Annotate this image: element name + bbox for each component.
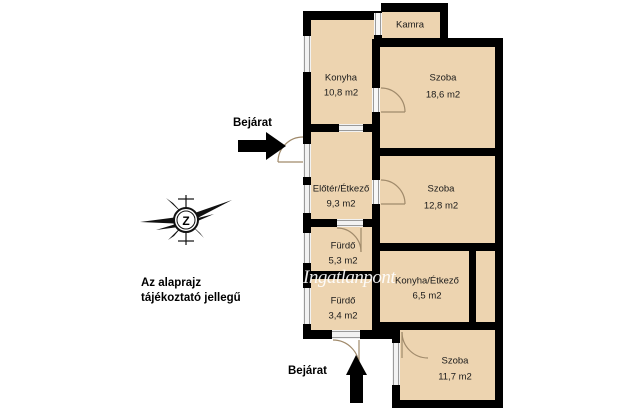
window-kamra-opening [374, 13, 382, 35]
room-fill-furdo-1 [311, 226, 379, 274]
room-label-konyha: Konyha [325, 73, 358, 84]
wall-spine-mid-b [372, 157, 380, 181]
room-area-konyha-etkezo: 6,5 m2 [412, 291, 441, 302]
room-fill-szoba-3 [400, 328, 495, 400]
wall-spine-lower [372, 203, 380, 275]
room-area-szoba-1: 18,6 m2 [426, 90, 460, 101]
wall-step-top-right [440, 38, 503, 47]
wall-side-strip [469, 251, 476, 329]
entrance-left-arrow-icon [238, 132, 286, 160]
wall-strip-bottom [469, 322, 503, 330]
room-fill-furdo-2 [311, 274, 379, 330]
window-spine-door-upper [372, 88, 380, 112]
wall-top-kamra [381, 3, 448, 12]
wall-spine-mid-a [372, 131, 380, 157]
entrance-bottom-arrow-icon [346, 355, 367, 403]
wall-konyha-bottom-left [311, 124, 339, 132]
compass-circle [173, 207, 199, 233]
wall-spine-upper [372, 39, 380, 131]
window-szoba-3 [392, 343, 400, 385]
window-furdo-1 [303, 233, 311, 263]
entrance-left: Bejárat [233, 117, 286, 160]
wall-right-lower [495, 328, 503, 408]
wall-kamra-bottom [374, 38, 441, 47]
window-eloter-furdo [337, 219, 363, 227]
disclaimer-note: Az alaprajz tájékoztató jellegű [141, 277, 241, 304]
room-area-szoba-3: 11,7 m2 [438, 372, 472, 383]
wall-spine-bottom [372, 275, 380, 331]
room-fill-side-strip [475, 250, 495, 328]
window-entry-bottom [332, 330, 360, 339]
interior-walls [311, 11, 503, 331]
window-spine-door-mid [372, 180, 380, 204]
room-labels: Kamra Konyha 10,8 m2 Szoba 18,6 m2 Előté… [313, 20, 472, 383]
entrance-left-label: Bejárat [233, 117, 272, 129]
compass-rose-icon: Z [140, 195, 232, 245]
wall-eloter-furdo-right [362, 219, 374, 227]
room-area-eloter-etkezo: 9,3 m2 [326, 199, 355, 210]
window-konyha [303, 36, 311, 72]
room-label-szoba-1: Szoba [430, 73, 458, 84]
window-eloter-upper [303, 144, 311, 177]
window-furdo-2 [303, 288, 311, 324]
room-fill-szoba-2 [377, 155, 495, 250]
window-eloter-lower [303, 185, 311, 213]
room-area-szoba-2: 12,8 m2 [424, 201, 458, 212]
wall-bottom-right [392, 400, 503, 408]
entrance-bottom-label: Bejárat [288, 365, 327, 377]
room-label-szoba-3: Szoba [442, 356, 470, 367]
compass-circle-inner [176, 210, 196, 230]
wall-eloter-furdo-left [311, 219, 338, 227]
wall-right-upper [495, 38, 503, 330]
room-fill-eloter [311, 130, 379, 226]
room-fill-konyha-etkezo [377, 250, 472, 328]
room-label-szoba-2: Szoba [428, 184, 456, 195]
windows [303, 13, 400, 385]
wall-top-left [303, 11, 381, 20]
wall-szoba2-konyhaetkezo [380, 243, 495, 251]
compass-north-letter: Z [182, 214, 189, 228]
room-fill-kamra [381, 11, 440, 38]
door-arc-entry-left [277, 136, 304, 163]
room-area-furdo-2: 3,4 m2 [328, 311, 357, 322]
room-area-furdo-1: 5,3 m2 [328, 256, 357, 267]
watermark-text: Ingatlanpont [302, 267, 396, 288]
room-fills [311, 11, 495, 400]
wall-szoba1-szoba2 [380, 148, 495, 156]
entrance-bottom: Bejárat [288, 355, 367, 403]
door-arc-szoba-1 [380, 87, 406, 113]
disclaimer-line-2: tájékoztató jellegű [141, 292, 241, 304]
room-label-kamra: Kamra [396, 20, 425, 31]
room-area-konyha: 10,8 m2 [324, 88, 358, 99]
room-label-furdo-1: Fürdő [331, 241, 356, 252]
room-label-furdo-2: Fürdő [331, 296, 356, 307]
wall-kamra-right [440, 3, 448, 39]
window-konyha-eloter [339, 124, 363, 132]
door-arcs [277, 87, 429, 367]
door-arc-szoba-2 [380, 179, 406, 205]
disclaimer-line-1: Az alaprajz [141, 277, 201, 289]
wall-konyha-bottom-right [362, 124, 374, 132]
room-label-konyha-etkezo: Konyha/Étkező [395, 276, 459, 287]
wall-furdo-divider [311, 271, 374, 279]
wall-konyhaetkezo-bottom [380, 322, 470, 330]
room-fill-szoba-1 [377, 47, 495, 155]
room-fill-konyha [311, 20, 379, 132]
room-label-eloter-etkezo: Előtér/Étkező [313, 184, 370, 195]
